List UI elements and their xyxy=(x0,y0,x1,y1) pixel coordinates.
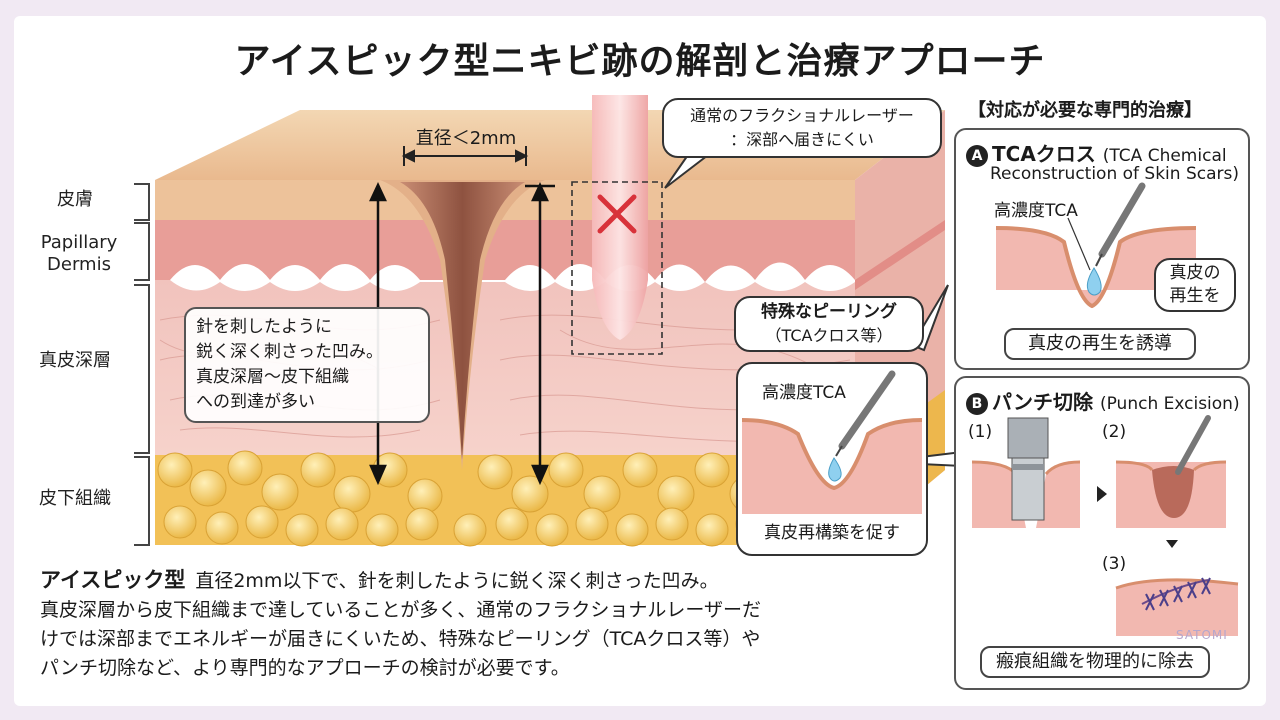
scar-note: 針を刺したように 鋭く深く刺さった凹み。 真皮深層〜皮下組織 への到達が多い xyxy=(184,307,430,423)
peeling-inset-illustration xyxy=(741,370,923,514)
page-title: アイスピック型ニキビ跡の解剖と治療アプローチ xyxy=(234,41,1046,82)
badge-b-icon: B xyxy=(966,392,988,415)
panel-a-tca-label: 高濃度TCA xyxy=(994,201,1078,221)
description-line: 真皮深層から皮下組織まで達していることが多く、通常のフラクショナルレーザーだ xyxy=(40,599,762,621)
scar-note-line: 真皮深層〜皮下組織 xyxy=(196,367,349,387)
label-deep-dermis: 真皮深層 xyxy=(39,350,111,371)
panel-a-bubble-line: 再生を xyxy=(1169,286,1221,306)
arrow-right-icon xyxy=(1097,486,1107,502)
peeling-tca-label: 高濃度TCA xyxy=(762,383,846,403)
scar-note-line: 針を刺したように xyxy=(196,317,332,337)
panel-a-subtitle-2: Reconstruction of Skin Scars) xyxy=(990,164,1239,184)
panel-a-caption: 真皮の再生を誘導 xyxy=(1004,328,1196,360)
bracket-papillary xyxy=(134,222,150,281)
label-skin: 皮膚 xyxy=(57,189,93,210)
description-line-text: 直径2mm以下で、針を刺したように鋭く深く刺さった凹み。 xyxy=(195,570,719,592)
panel-b-subtitle: (Punch Excision) xyxy=(1099,394,1240,414)
scar-note-line: への到達が多い xyxy=(196,392,315,412)
peeling-label: 特殊なピーリング （TCAクロス等） xyxy=(734,296,924,352)
watermark-logo: SATOMI xyxy=(1176,628,1228,642)
label-subcutaneous: 皮下組織 xyxy=(39,488,111,509)
bracket-skin xyxy=(134,183,150,221)
label-papillary: Papillary Dermis xyxy=(40,232,118,275)
badge-a-icon: A xyxy=(966,144,988,167)
scar-note-line: 鋭く深く刺さった凹み。 xyxy=(196,342,383,362)
panel-b-step2: (2) xyxy=(1102,422,1127,442)
panel-b-step3: (3) xyxy=(1102,554,1127,574)
panel-b-title-text: パンチ切除 xyxy=(992,390,1093,414)
panel-b-caption: 瘢痕組織を物理的に除去 xyxy=(980,646,1210,678)
description-line: けでは深部までエネルギーが届きにくいため、特殊なピーリング（TCAクロス等）や xyxy=(40,628,761,650)
arrow-down-icon xyxy=(1166,540,1178,548)
laser-callout-line: ：深部へ届きにくい xyxy=(730,130,874,149)
treatment-panel-header: 【対応が必要な専門的治療】 xyxy=(968,100,1202,121)
panel-b-illustration xyxy=(971,415,1239,636)
description-text: アイスピック型直径2mm以下で、針を刺したように鋭く深く刺さった凹み。 真皮深層… xyxy=(40,566,940,683)
diameter-label: 直径＜2mm xyxy=(415,128,517,149)
panel-a-bubble-line: 真皮の xyxy=(1169,263,1221,283)
description-line: アイスピック型直径2mm以下で、針を刺したように鋭く深く刺さった凹み。 xyxy=(40,566,940,596)
description-lead: アイスピック型 xyxy=(40,568,186,592)
panel-a-bubble: 真皮の 再生を xyxy=(1154,258,1236,312)
description-line: パンチ切除など、より専門的なアプローチの検討が必要です。 xyxy=(40,657,570,679)
panel-a-title-text: TCAクロス xyxy=(992,142,1096,166)
peeling-inset: 高濃度TCA 真皮再構築を促す xyxy=(736,362,928,556)
peeling-caption: 真皮再構築を促す xyxy=(764,523,900,543)
laser-callout: 通常のフラクショナルレーザー ：深部へ届きにくい xyxy=(662,98,942,158)
panel-b-step1: (1) xyxy=(968,422,993,442)
peeling-label-line: （TCAクロス等） xyxy=(765,326,893,345)
peeling-label-line: 特殊なピーリング xyxy=(761,302,897,322)
bracket-deep-dermis xyxy=(134,284,150,454)
laser-callout-line: 通常のフラクショナルレーザー xyxy=(690,106,914,125)
panel-a-subtitle-1: (TCA Chemical xyxy=(1102,146,1227,166)
bracket-subcutaneous xyxy=(134,456,150,546)
laser-x-icon xyxy=(597,194,637,234)
panel-a-illustration xyxy=(995,182,1197,309)
